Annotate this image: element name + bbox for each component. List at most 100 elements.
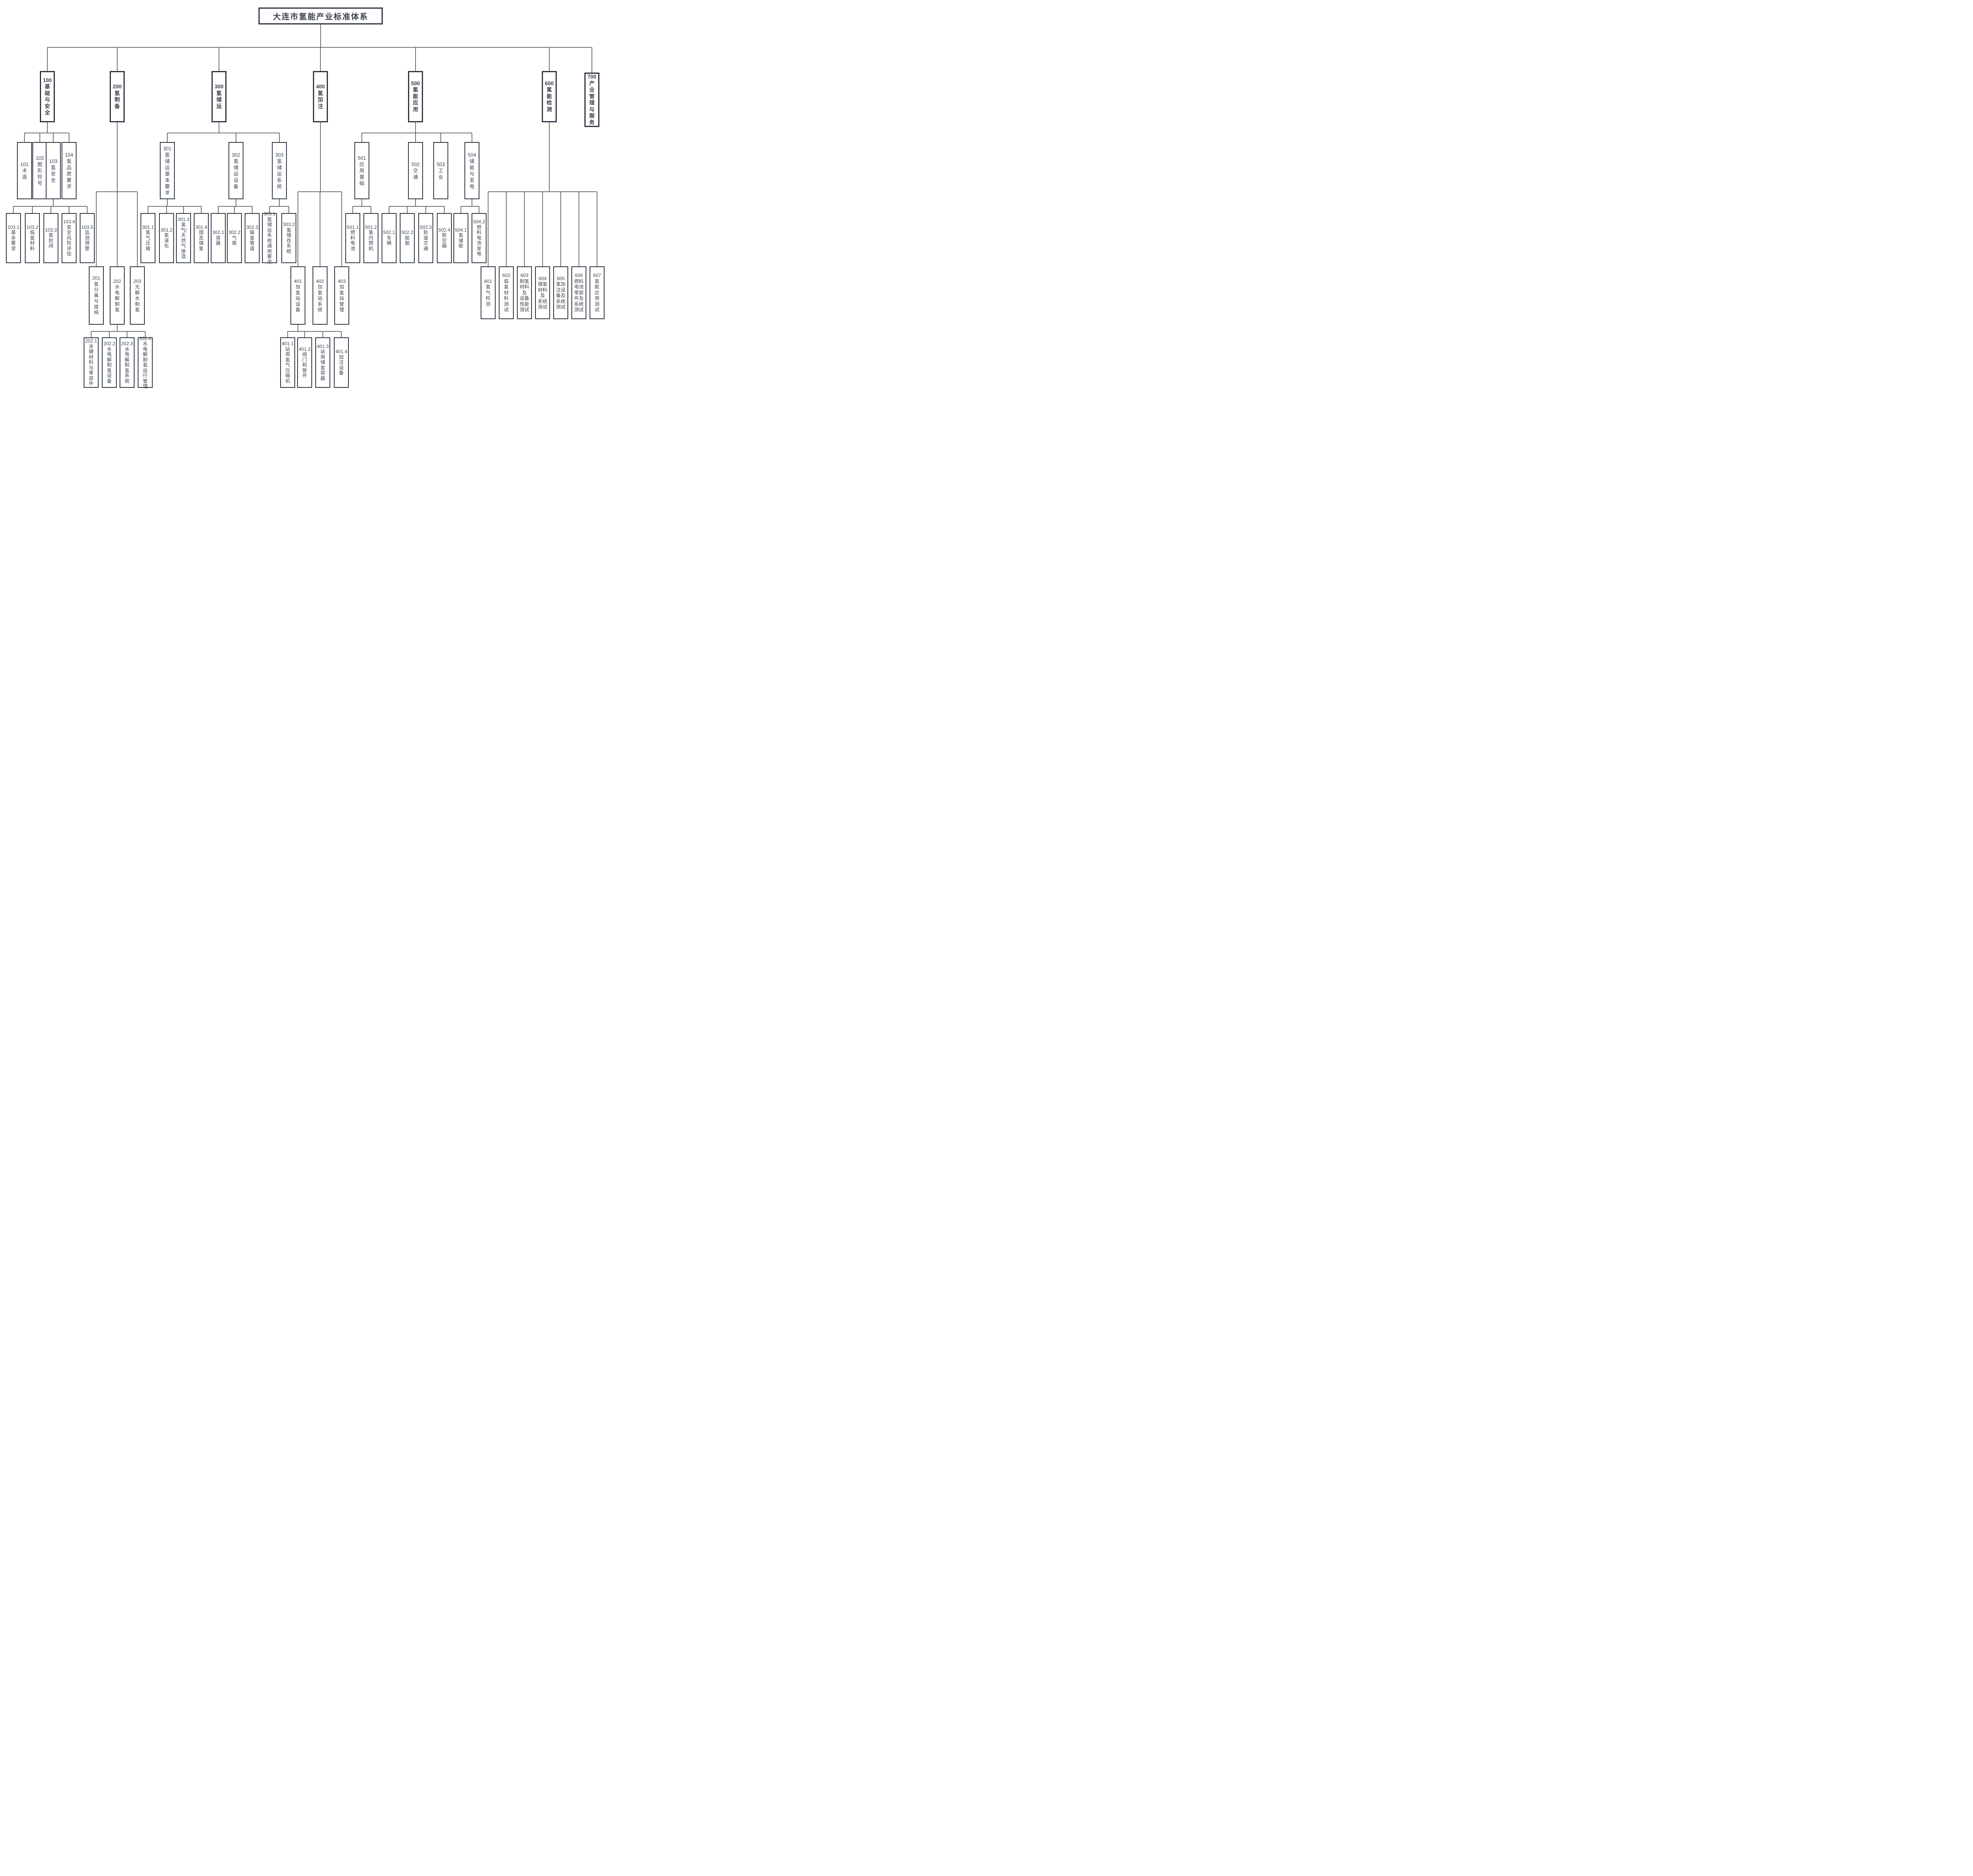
node-number: 502.3 bbox=[419, 224, 432, 230]
node-number: 401.4 bbox=[335, 349, 348, 355]
node-label: 水电解制氢设备 bbox=[107, 346, 112, 384]
node-number: 501 bbox=[358, 155, 366, 161]
node-label: 应用基础 bbox=[359, 161, 365, 186]
node-number: 504.1 bbox=[455, 227, 467, 233]
node-number: 103 bbox=[49, 158, 58, 164]
node-number: 606 bbox=[575, 273, 583, 279]
node-number: 401.2 bbox=[298, 346, 311, 352]
node-label: 氢分离与提纯 bbox=[94, 281, 99, 316]
node-label: 站用储氢容器 bbox=[320, 349, 325, 381]
node-label: 氢制备 bbox=[114, 90, 120, 109]
node-label: 加注设备 bbox=[339, 354, 344, 376]
node-label: 关键材料与零部件 bbox=[88, 343, 94, 387]
node-number: 202.1 bbox=[85, 338, 97, 344]
node-number: 103.2 bbox=[26, 224, 39, 230]
title-text: 大连市氢能产业标准体系 bbox=[273, 13, 369, 21]
node-label: 制氢 材料 及 设备 性能 测试 bbox=[519, 278, 529, 313]
node-number: 201 bbox=[92, 275, 101, 281]
node-number: 301.1 bbox=[142, 224, 154, 230]
node-label: 图形符号 bbox=[37, 161, 43, 186]
node-label: 临氢材料测试 bbox=[504, 278, 509, 313]
node-number: 302.2 bbox=[228, 230, 241, 236]
node-number: 303 bbox=[275, 152, 284, 158]
node-label: 氢储能 bbox=[458, 232, 463, 249]
node-number: 103.5 bbox=[81, 224, 94, 230]
node-label: 氢气压缩 bbox=[145, 230, 150, 251]
node-number: 301.4 bbox=[195, 224, 208, 230]
node-label: 燃料 电池 零部 件及 系统 测试 bbox=[574, 278, 584, 313]
node-number: 504.2 bbox=[473, 219, 485, 225]
node-number: 402 bbox=[316, 278, 324, 284]
node-number: 202.2 bbox=[103, 341, 116, 346]
node-number: 200 bbox=[112, 84, 122, 90]
node-label: 氢安全 bbox=[51, 165, 56, 183]
node-label: 加氢站系统 bbox=[317, 284, 322, 312]
node-number: 301.3 bbox=[177, 216, 190, 222]
node-label: 阀门和管件 bbox=[302, 352, 307, 378]
node-number: 102 bbox=[36, 155, 44, 161]
node-label: 氢液化 bbox=[164, 232, 169, 249]
node-number: 302 bbox=[232, 152, 240, 158]
node-number: 501.2 bbox=[365, 224, 377, 230]
node-label: 术语 bbox=[22, 168, 27, 180]
node-number: 700 bbox=[587, 74, 597, 80]
node-label: 输氢管道 bbox=[249, 230, 255, 251]
node-label: 氢品质要求 bbox=[66, 158, 72, 189]
node-number: 502.1 bbox=[383, 230, 395, 236]
node-label: 基本要求 bbox=[11, 230, 16, 251]
node-label: 氢储运基本要求 bbox=[165, 152, 170, 196]
node-number: 302.1 bbox=[212, 230, 225, 236]
node-label: 氢储运系统 bbox=[277, 158, 282, 189]
node-number: 602 bbox=[502, 273, 511, 279]
node-label: 氢加 注设 备及 系统 测试 bbox=[556, 281, 565, 310]
node-number: 501.1 bbox=[346, 224, 359, 230]
node-label: 氢气/天然气掺混 bbox=[181, 222, 187, 259]
node-number: 401.1 bbox=[281, 341, 294, 346]
node-number: 104 bbox=[65, 152, 73, 158]
node-label: 车辆 bbox=[386, 235, 391, 246]
node-label: 光解水制氢 bbox=[135, 284, 140, 312]
node-label: 水电解制氢运行管理 bbox=[142, 341, 148, 389]
node-number: 502.2 bbox=[401, 230, 414, 236]
node-label: 固态储氢 bbox=[198, 230, 204, 251]
